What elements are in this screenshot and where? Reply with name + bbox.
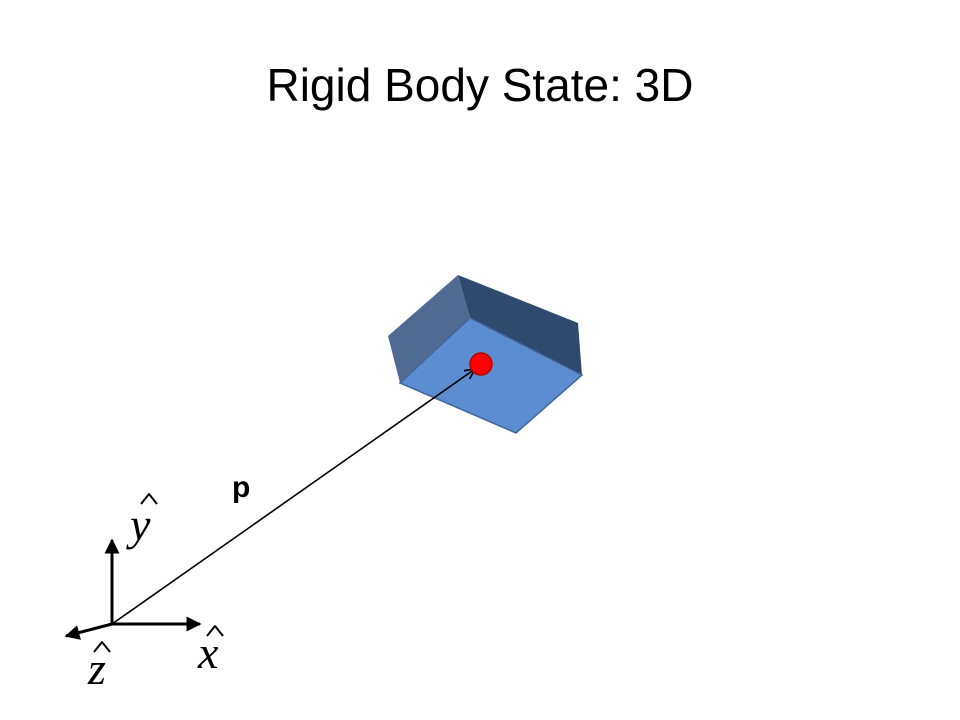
y-axis-label-text: y: [126, 499, 151, 550]
z-axis-label: z: [87, 641, 111, 694]
z-axis-label-text: z: [87, 643, 106, 694]
z-hat-icon: [93, 641, 111, 653]
coordinate-frame: [64, 538, 202, 640]
center-of-mass-point: [469, 352, 493, 376]
z-axis: [64, 622, 113, 640]
x-axis-label-text: x: [197, 627, 219, 678]
x-axis-label: x: [197, 625, 224, 678]
rigid-body-box: [388, 275, 584, 434]
vector-label-p: p: [232, 471, 250, 504]
y-axis-label: y: [126, 493, 158, 550]
box-back-face: [458, 275, 582, 375]
position-vector: [111, 369, 475, 625]
x-hat-icon: [206, 625, 224, 637]
box-top-face: [398, 317, 584, 434]
slide-title: Rigid Body State: 3D: [266, 59, 694, 111]
y-hat-icon: [140, 493, 158, 505]
box-left-face: [388, 275, 470, 383]
